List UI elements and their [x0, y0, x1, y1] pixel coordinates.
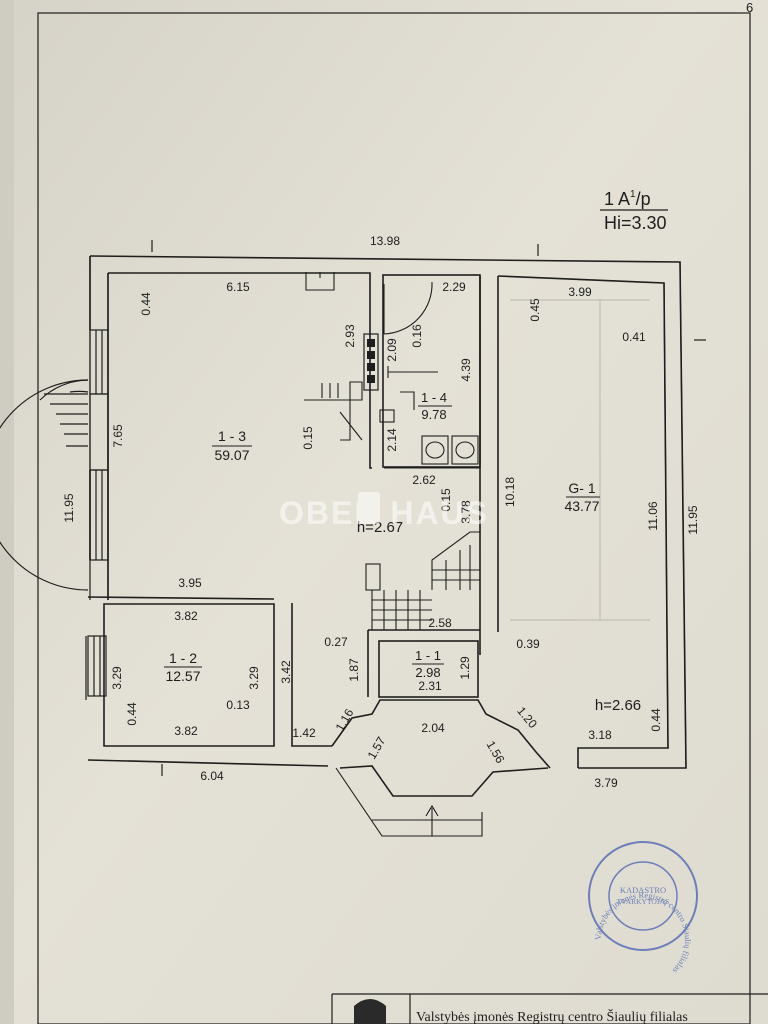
dimension-labels-vertical: 0.44 7.65 11.95 2.93 0.15 2.09 0.16 4.39… — [62, 292, 700, 732]
dim-r14-h1: 2.09 — [385, 338, 399, 362]
dimension-ticks — [151, 240, 706, 776]
dim-corr-bottom: 1.42 — [292, 726, 316, 740]
dim-r13-side: 7.65 — [111, 424, 125, 448]
dim-r12-bottom: 3.82 — [174, 724, 198, 738]
dim-r14-h2: 0.16 — [410, 324, 424, 348]
garage-id: G- 1 — [568, 480, 595, 496]
dim-r13-top: 6.15 — [226, 280, 250, 294]
dim-r14-h3: 4.39 — [459, 358, 473, 382]
watermark-text: OBER HAUS — [279, 495, 489, 531]
room12-id: 1 - 2 — [169, 650, 197, 666]
dim-r11-w: 2.31 — [418, 679, 442, 693]
dim-wall-039: 0.39 — [516, 637, 540, 651]
dim-g1-side-wall: 0.41 — [622, 330, 646, 344]
dim-g1-bottom: 3.18 — [588, 728, 612, 742]
dim-wall-027: 0.27 — [324, 635, 348, 649]
dim-hall-width: 2.62 — [412, 473, 436, 487]
floor-title-main: 1 A1/p — [604, 189, 651, 209]
entrance-porch — [335, 767, 483, 837]
dim-r13-bottom: 3.95 — [178, 576, 202, 590]
dim-bottom-left: 6.04 — [200, 769, 224, 783]
dim-hall-h2: 3.78 — [459, 500, 473, 524]
dim-corr-height: 3.42 — [279, 660, 293, 684]
dimension-labels: 13.98 6.15 2.29 3.99 0.41 2.62 3.95 3.82… — [174, 234, 646, 790]
room14-area: 9.78 — [421, 407, 446, 422]
dim-g1-left-height: 10.18 — [503, 477, 517, 507]
dim-top-overall: 13.98 — [370, 234, 400, 248]
dim-r12-top: 3.82 — [174, 609, 198, 623]
dim-g1-right-height: 11.06 — [646, 501, 660, 530]
footer: Valstybės įmonės Registrų centro Šiaulių… — [331, 993, 768, 1024]
left-bay-window — [0, 329, 109, 700]
stamp-line1: KADASTRO — [620, 885, 666, 895]
registry-logo-icon — [354, 999, 386, 1024]
stamp-line2: TVARKYTOJAS — [617, 897, 670, 906]
room14-id: 1 - 4 — [421, 390, 447, 405]
room12-area: 12.57 — [165, 668, 200, 684]
dim-r13-wall: 0.44 — [139, 292, 153, 316]
dim-stair-width: 2.58 — [428, 616, 452, 630]
garage-height: h=2.66 — [595, 697, 641, 714]
room13-id: 1 - 3 — [218, 428, 246, 444]
vestibule-walls — [331, 699, 551, 769]
floor-height-label: Hi=3.30 — [604, 213, 667, 233]
dim-r13-stair-low: 0.15 — [301, 426, 315, 450]
room13-area: 59.07 — [214, 447, 249, 463]
dim-r12-wall: 0.44 — [125, 702, 139, 726]
door-swings — [383, 281, 438, 410]
dim-r12-side: 0.13 — [226, 698, 250, 712]
dim-r14-h4: 2.14 — [385, 428, 399, 452]
dim-r12-left: 3.29 — [110, 666, 124, 690]
garage-area: 43.77 — [564, 498, 599, 514]
dim-right-overall: 11.95 — [686, 505, 700, 534]
watermark-logo-icon — [358, 492, 380, 524]
dim-g1-wall-bottom: 0.44 — [649, 708, 663, 732]
paper-sheet — [14, 0, 768, 1024]
corner-mark: 6 — [746, 0, 753, 15]
dim-g1-top: 3.99 — [568, 285, 592, 299]
room11-walls — [378, 640, 479, 698]
bathroom-fixtures — [379, 409, 479, 465]
room11-id: 1 - 1 — [415, 648, 441, 663]
dim-left-overall: 11.95 — [62, 493, 76, 522]
floor-title: 1 A1/p Hi=3.30 — [600, 189, 668, 233]
vent-shafts — [363, 333, 379, 391]
dim-r13-stair-top: 2.93 — [343, 324, 357, 348]
dim-r11-h2: 1.29 — [458, 656, 472, 680]
drawing-frame — [37, 12, 751, 1024]
dim-hall-h1: 0.15 — [439, 488, 453, 512]
footer-institution: Valstybės įmonės Registrų centro Šiaulių… — [416, 1008, 688, 1024]
room-labels: 1 - 3 59.07 1 - 4 9.78 G- 1 43.77 1 - 2 … — [164, 390, 641, 714]
stairs — [304, 272, 480, 631]
dim-r11-h: 1.87 — [347, 658, 361, 682]
room11-area: 2.98 — [415, 665, 440, 680]
dim-bottom-right: 3.79 — [594, 776, 618, 790]
garage-faint-lines — [510, 299, 650, 621]
ober-haus-watermark: OBER HAUS — [279, 492, 489, 531]
room12-walls — [103, 603, 275, 747]
dim-g1-wall: 0.45 — [528, 298, 542, 322]
dim-r14-top: 2.29 — [442, 280, 466, 294]
dim-vest-w: 2.04 — [421, 721, 445, 735]
dim-r12-right: 3.29 — [247, 666, 261, 690]
